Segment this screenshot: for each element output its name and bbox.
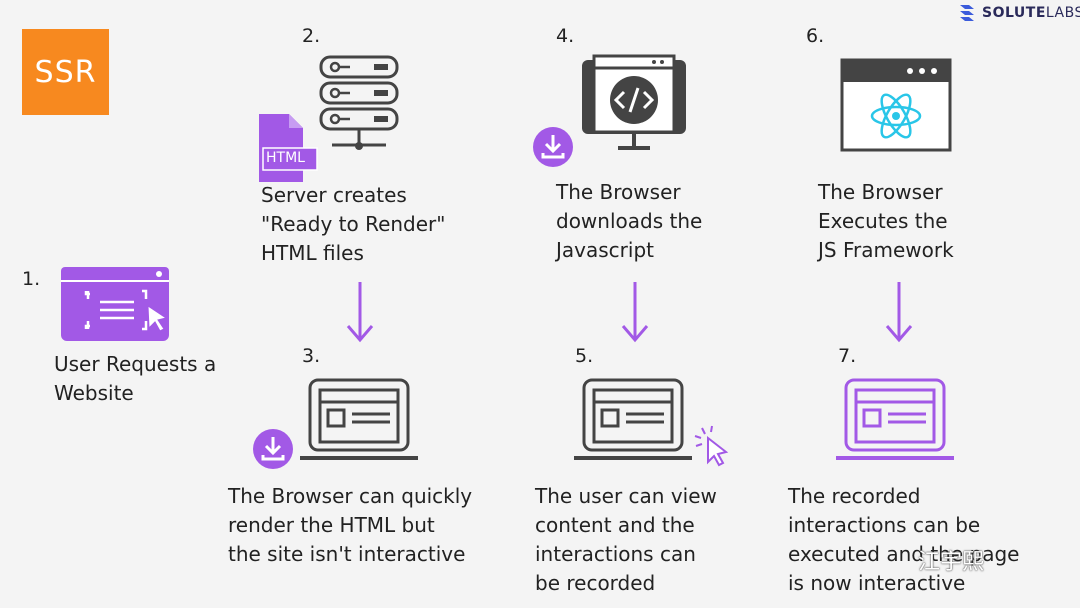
react-logo-icon — [870, 93, 922, 139]
step-5-number: 5. — [575, 345, 594, 367]
download-icon — [533, 127, 573, 167]
step-1-number: 1. — [22, 268, 41, 290]
browser-click-icon — [61, 267, 169, 341]
laptop-icon — [574, 378, 692, 460]
arrow-down-icon — [621, 282, 649, 343]
html-file-label: HTML — [266, 150, 305, 166]
step-6-number: 6. — [806, 25, 825, 47]
html-file-icon — [259, 114, 318, 182]
ssr-badge: SSR — [22, 29, 109, 115]
brand-logo: SOLUTELABS — [958, 3, 1080, 23]
laptop-icon — [300, 378, 418, 460]
step-4-number: 4. — [556, 25, 575, 47]
step-7-number: 7. — [838, 345, 857, 367]
code-monitor-icon — [582, 54, 686, 150]
step-2-number: 2. — [302, 25, 321, 47]
react-browser-icon — [840, 58, 952, 152]
laptop-icon — [836, 378, 954, 460]
step-2-text: Server creates"Ready to Render"HTML file… — [261, 183, 446, 265]
brand-logo-icon — [960, 5, 974, 21]
watermark: 江宇熙 — [918, 550, 985, 575]
step-3-number: 3. — [302, 345, 321, 367]
server-icon — [319, 55, 399, 150]
cursor-click-icon — [694, 425, 729, 467]
arrow-down-icon — [346, 282, 374, 343]
arrow-down-icon — [885, 282, 913, 343]
brand-name: SOLUTELABS — [982, 5, 1080, 21]
download-icon — [253, 429, 293, 469]
